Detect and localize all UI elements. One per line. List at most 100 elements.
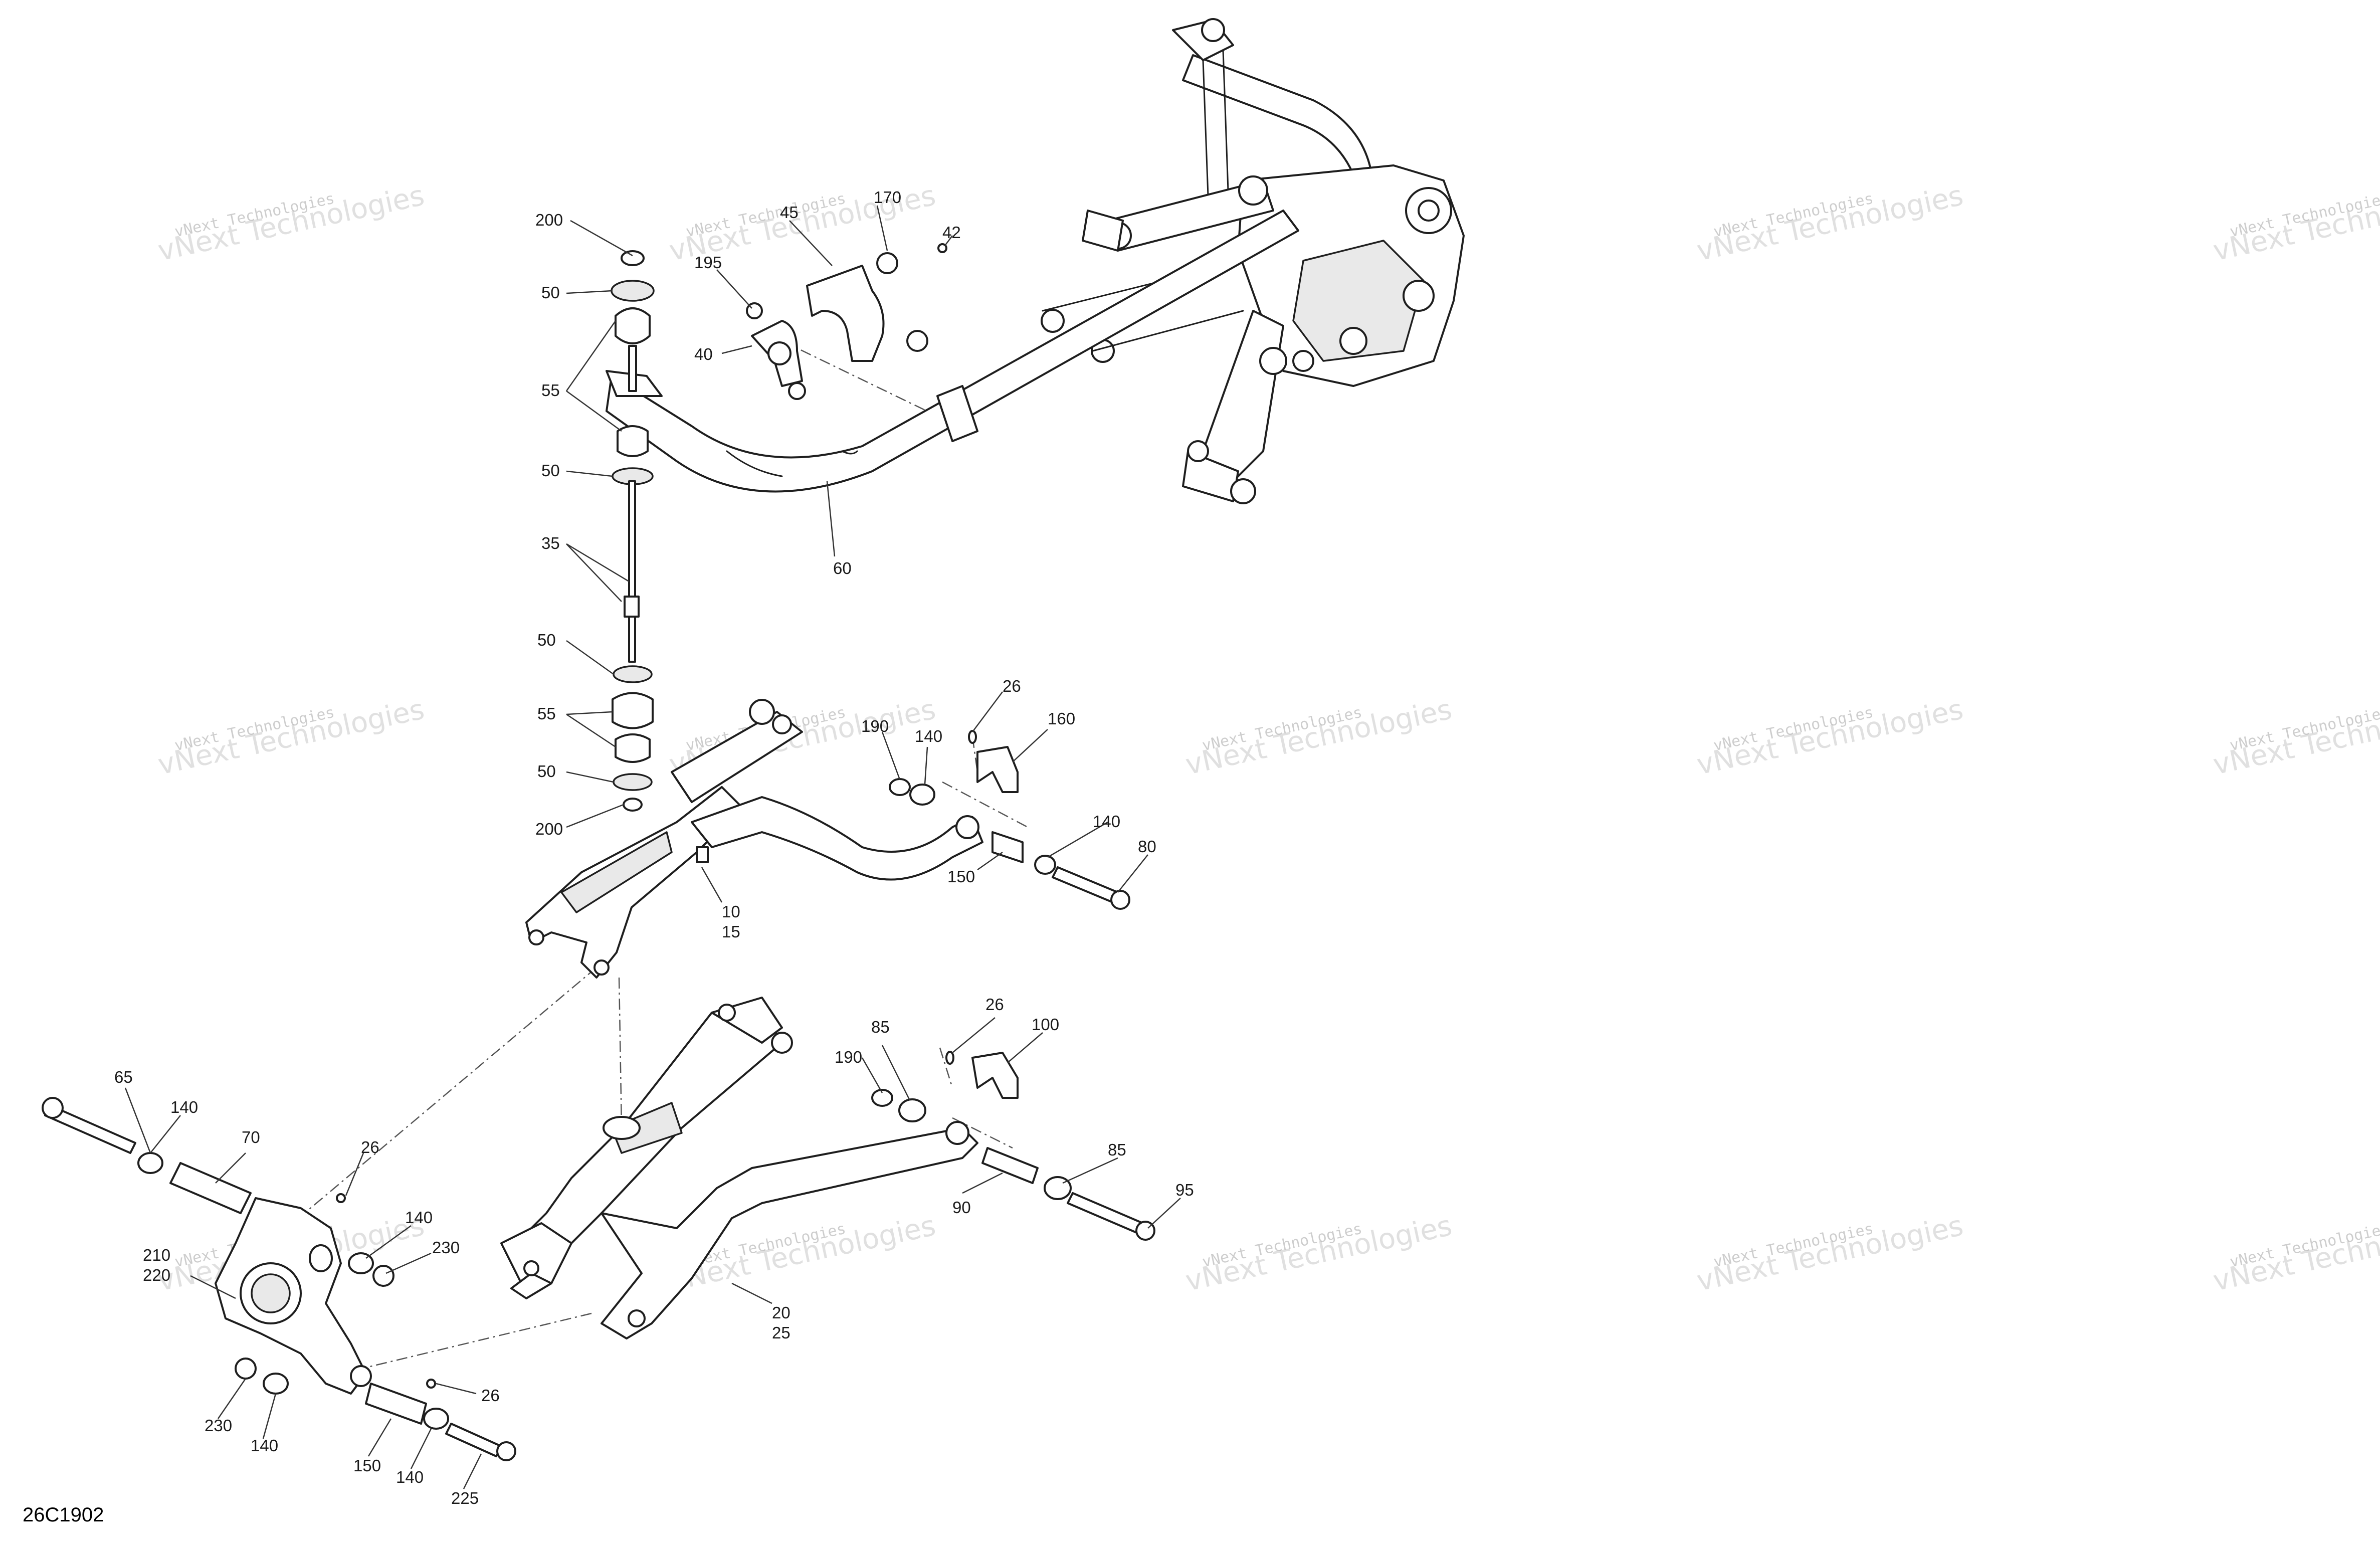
knuckle-bearing — [251, 1273, 291, 1313]
rear-frame-assembly — [1041, 18, 1465, 504]
bolt-80-head — [1110, 890, 1130, 910]
callout-label: 26 — [481, 1386, 500, 1405]
callout-label: 80 — [1138, 837, 1156, 856]
lower-arm-hardware — [871, 1051, 1155, 1241]
callout-label: 225 — [451, 1489, 479, 1507]
callout-label: 200 — [535, 820, 563, 838]
callout-label: 26 — [985, 995, 1004, 1014]
grease-fitting-42 — [937, 243, 947, 253]
bushing-140-b — [1034, 855, 1056, 875]
nut-230-b — [235, 1358, 257, 1380]
callout-label: 50 — [541, 461, 560, 480]
frame-foot-bolt — [1230, 478, 1256, 504]
link-rod-hex — [624, 596, 640, 618]
nut-230-a — [372, 1265, 394, 1287]
callout-label: 220 — [143, 1266, 170, 1284]
frame-foot-bolt — [1187, 440, 1209, 462]
lower-arm-pivot-a — [771, 1032, 793, 1054]
callout-label: 160 — [1048, 709, 1075, 728]
bracket-160 — [976, 746, 1019, 793]
callout-label: 190 — [835, 1048, 862, 1066]
bolt-225-head — [496, 1441, 516, 1461]
callout-label: 10 — [722, 902, 740, 921]
callout-label: 170 — [874, 188, 901, 207]
callout-label: 150 — [353, 1456, 381, 1475]
callout-label: 50 — [537, 762, 556, 781]
grommet-55-d — [615, 733, 651, 763]
leader-lines — [124, 205, 1181, 1489]
washer-50-a — [611, 280, 655, 302]
callout-label: 230 — [432, 1238, 460, 1257]
rear-knuckle — [215, 1193, 372, 1395]
bushing-140-a — [909, 784, 935, 806]
knuckle-hardware — [42, 1097, 516, 1461]
bolt-head — [906, 330, 928, 352]
callout-label: 50 — [541, 283, 560, 302]
sway-bar-bushing-sleeve — [936, 385, 978, 442]
washer-50-d — [613, 773, 653, 791]
bracket-100 — [971, 1052, 1019, 1099]
grease-fitting-26-a — [968, 730, 977, 744]
callout-label: 230 — [205, 1416, 232, 1435]
callout-label: 26 — [1003, 677, 1021, 695]
lower-arm-pivot-b — [718, 1004, 736, 1022]
frame-mount — [1259, 347, 1287, 375]
callout-label: 90 — [952, 1198, 971, 1217]
assembly-guide-lines — [280, 340, 1028, 1375]
callout-label: 140 — [251, 1436, 278, 1455]
bushing-40-bore — [767, 341, 791, 365]
callout-labels: 200 50 55 50 35 50 55 50 200 195 45 170 … — [114, 188, 1194, 1507]
link-rod-35 — [628, 480, 636, 608]
grommet-55-c — [612, 692, 654, 729]
bolt-95 — [1067, 1192, 1144, 1234]
upper-arm-pivot-b — [772, 714, 792, 734]
callout-label: 25 — [772, 1323, 790, 1342]
upper-arm-ball-hole — [593, 959, 610, 976]
upper-a-arm — [525, 699, 983, 979]
callout-label: 55 — [541, 381, 560, 400]
callout-label: 195 — [694, 253, 722, 272]
callout-label: 15 — [722, 922, 740, 941]
nut-190-upper — [889, 778, 911, 796]
callout-label: 42 — [942, 223, 961, 242]
callout-label: 95 — [1175, 1181, 1194, 1199]
link-rod-lower — [628, 616, 636, 663]
bushing-clamp-45 — [806, 265, 885, 362]
frame-mount — [1292, 350, 1314, 372]
callout-label: 45 — [780, 203, 799, 222]
callout-label: 190 — [861, 717, 889, 735]
sleeve-150-a — [991, 831, 1024, 863]
frame-pivot-hole — [1418, 200, 1440, 222]
lower-arm-bushing-end — [945, 1121, 969, 1145]
frame-mount — [1238, 175, 1268, 206]
callout-label: 55 — [537, 704, 556, 723]
upper-arm-bushing-end — [955, 815, 979, 839]
callout-label: 140 — [170, 1098, 198, 1116]
upper-arm-hardware — [889, 730, 1130, 910]
bushing-140-f — [423, 1408, 449, 1430]
callout-label: 85 — [871, 1018, 890, 1036]
callout-label: 150 — [947, 867, 975, 886]
upper-arm-pivot-a — [749, 699, 775, 725]
callout-label: 140 — [405, 1208, 433, 1227]
bushing-140-e — [263, 1373, 289, 1395]
diagram-reference-code: 26C1902 — [23, 1504, 104, 1526]
callout-label: 50 — [537, 631, 556, 649]
callout-label: 85 — [1108, 1140, 1126, 1159]
lower-arm-knuckle-hole — [628, 1309, 646, 1327]
callout-label: 20 — [772, 1303, 790, 1322]
nut-195-lower — [788, 382, 806, 400]
washer-50-c — [613, 665, 653, 683]
bushing-85-a — [898, 1098, 926, 1122]
grommet-55-b — [617, 425, 649, 457]
bolt-65-head — [42, 1097, 64, 1119]
grease-fitting-26-c — [336, 1193, 346, 1203]
callout-label: 140 — [1093, 812, 1120, 831]
frame-boss — [1403, 280, 1435, 312]
lower-arm-ball-joint — [603, 1116, 641, 1140]
callout-label: 200 — [535, 211, 563, 229]
callout-label: 140 — [915, 727, 942, 745]
bolt-225 — [445, 1423, 502, 1457]
